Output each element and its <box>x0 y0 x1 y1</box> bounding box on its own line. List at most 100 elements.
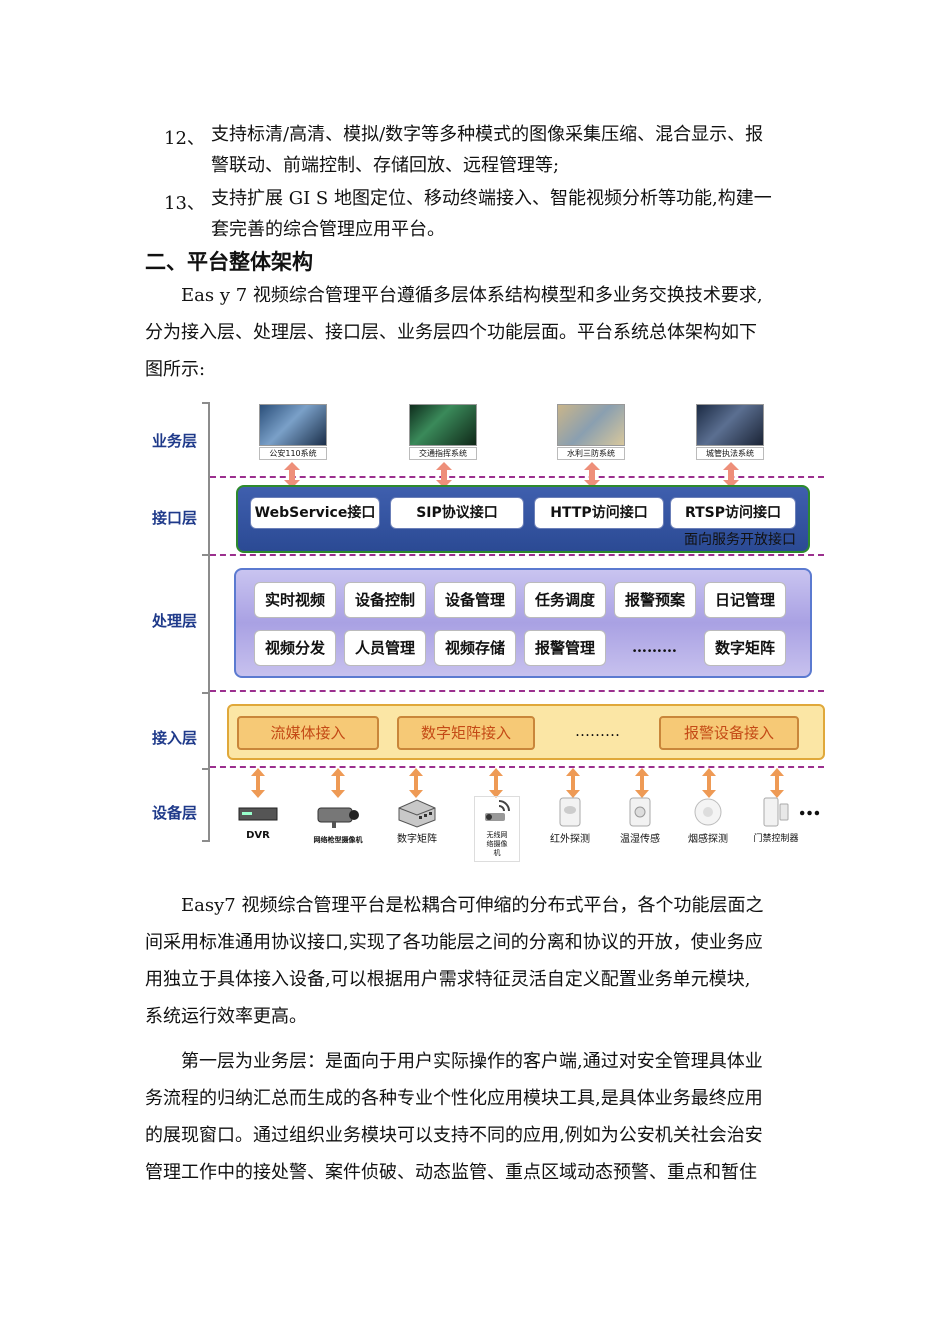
list-item-line: 支持扩展 GI S 地图定位、移动终端接入、智能视频分析等功能,构建一 <box>211 183 772 214</box>
paragraph: 第一层为业务层：是面向于用户实际操作的客户端,通过对安全管理具体业 务流程的归纳… <box>145 1043 810 1191</box>
interface-layer-box: WebService接口 SIP协议接口 HTTP访问接口 RTSP访问接口 面… <box>236 485 810 553</box>
business-system-label: 水利三防系统 <box>557 447 625 460</box>
interface-item: WebService接口 <box>250 497 380 529</box>
intro-line: 图所示: <box>145 351 810 388</box>
device-ellipsis: ... <box>798 792 820 821</box>
device-label: 网络枪型摄像机 <box>310 836 366 845</box>
access-item: 流媒体接入 <box>237 716 379 750</box>
layer-divider <box>210 554 824 556</box>
interface-note: 面向服务开放接口 <box>684 529 796 549</box>
double-arrow-icon <box>769 768 785 798</box>
device-label: 门禁控制器 <box>748 834 804 845</box>
dvr-icon <box>238 804 278 824</box>
intro-paragraph: Eas y 7 视频综合管理平台遵循多层体系结构模型和多业务交换技术要求, 分为… <box>145 277 810 388</box>
double-arrow-icon <box>488 768 504 798</box>
wifi-camera-icon <box>481 797 513 827</box>
paragraph-line: 用独立于具体接入设备,可以根据用户需求特征灵活自定义配置业务单元模块, <box>145 961 810 998</box>
layer-divider <box>210 690 824 692</box>
intro-line: 分为接入层、处理层、接口层、业务层四个功能层面。平台系统总体架构如下 <box>145 314 810 351</box>
access-ellipsis: ……… <box>575 722 620 740</box>
paragraph-line: 系统运行效率更高。 <box>145 998 810 1035</box>
device-label: 无线网络摄像机 <box>485 831 509 858</box>
layer-label-interface: 接口层 <box>152 507 197 528</box>
business-system-image <box>409 404 477 446</box>
paragraph-line: 的展现窗口。通过组织业务模块可以支持不同的应用,例如为公安机关社会治安 <box>145 1117 810 1154</box>
axis-tick <box>202 840 210 842</box>
business-system: 城管执法系统 <box>695 404 765 460</box>
business-system: 水利三防系统 <box>556 404 626 460</box>
processing-item: 报警预案 <box>614 582 696 618</box>
matrix-switch-icon <box>397 798 437 828</box>
infrared-sensor-icon <box>556 796 584 828</box>
access-item: 数字矩阵接入 <box>397 716 535 750</box>
processing-item: 报警管理 <box>524 630 606 666</box>
list-number: 13、 <box>164 189 205 215</box>
axis-tick <box>202 692 210 694</box>
device-smoke: 烟感探测 <box>682 796 734 845</box>
axis-tick <box>202 554 210 556</box>
processing-item: 数字矩阵 <box>704 630 786 666</box>
business-system: 公安110系统 <box>258 404 328 460</box>
processing-item: 日记管理 <box>704 582 786 618</box>
list-item-line: 套完善的综合管理应用平台。 <box>211 214 445 245</box>
double-arrow-icon <box>250 768 266 798</box>
processing-item: 视频存储 <box>434 630 516 666</box>
processing-item: 视频分发 <box>254 630 336 666</box>
processing-item: 设备管理 <box>434 582 516 618</box>
device-camera: 网络枪型摄像机 <box>310 804 366 845</box>
layer-divider <box>210 766 824 768</box>
device-access-control: 门禁控制器 <box>748 796 804 845</box>
processing-item: 设备控制 <box>344 582 426 618</box>
business-system-image <box>696 404 764 446</box>
processing-ellipsis: ……… <box>632 638 677 656</box>
device-matrix: 数字矩阵 <box>392 798 442 845</box>
double-arrow-icon <box>634 768 650 798</box>
business-system-image <box>259 404 327 446</box>
business-system: 交通指挥系统 <box>408 404 478 460</box>
paragraph-line: 务流程的归纳汇总而生成的各种专业个性化应用模块工具,是具体业务最终应用 <box>145 1080 810 1117</box>
processing-item: 任务调度 <box>524 582 606 618</box>
business-system-image <box>557 404 625 446</box>
layer-label-processing: 处理层 <box>152 610 197 631</box>
architecture-diagram: 业务层 接口层 处理层 接入层 设备层 公安110系统 交通指挥系统 水利三防系… <box>150 398 830 866</box>
humidity-sensor-icon <box>626 796 654 828</box>
double-arrow-icon <box>565 768 581 798</box>
device-infrared: 红外探测 <box>544 796 596 845</box>
axis-tick <box>202 402 210 404</box>
double-arrow-icon <box>408 768 424 798</box>
smoke-detector-icon <box>692 796 724 828</box>
axis-line <box>208 402 210 842</box>
device-dvr: DVR <box>234 804 282 841</box>
device-label: DVR <box>234 830 282 841</box>
paragraph: Easy7 视频综合管理平台是松耦合可伸缩的分布式平台，各个功能层面之 间采用标… <box>145 887 810 1035</box>
processing-layer-box: 实时视频 设备控制 设备管理 任务调度 报警预案 日记管理 视频分发 人员管理 … <box>234 568 812 678</box>
access-layer-box: 流媒体接入 数字矩阵接入 ……… 报警设备接入 <box>227 704 825 760</box>
processing-item: 实时视频 <box>254 582 336 618</box>
double-arrow-icon <box>701 768 717 798</box>
paragraph-line: 间采用标准通用协议接口,实现了各功能层之间的分离和协议的开放，使业务应 <box>145 924 810 961</box>
section-heading: 二、平台整体架构 <box>145 246 313 276</box>
interface-item: RTSP访问接口 <box>670 497 796 529</box>
intro-line: Eas y 7 视频综合管理平台遵循多层体系结构模型和多业务交换技术要求, <box>181 285 763 306</box>
list-item-line: 支持标清/高清、模拟/数字等多种模式的图像采集压缩、混合显示、报 <box>211 119 763 150</box>
list-number: 12、 <box>164 124 205 150</box>
paragraph-line: 管理工作中的接处警、案件侦破、动态监管、重点区域动态预警、重点和暂住 <box>145 1154 810 1191</box>
processing-item: 人员管理 <box>344 630 426 666</box>
camera-icon <box>316 804 360 830</box>
interface-item: SIP协议接口 <box>390 497 524 529</box>
device-wireless-camera: 无线网络摄像机 <box>474 796 520 862</box>
axis-tick <box>202 768 210 770</box>
device-label: 数字矩阵 <box>392 834 442 845</box>
paragraph-line: 第一层为业务层：是面向于用户实际操作的客户端,通过对安全管理具体业 <box>181 1051 763 1072</box>
layer-label-device: 设备层 <box>152 802 197 823</box>
business-system-label: 公安110系统 <box>259 447 327 460</box>
door-controller-icon <box>760 796 792 828</box>
business-system-label: 交通指挥系统 <box>409 447 477 460</box>
device-humidity: 温湿传感 <box>614 796 666 845</box>
business-system-label: 城管执法系统 <box>696 447 764 460</box>
paragraph-line: Easy7 视频综合管理平台是松耦合可伸缩的分布式平台，各个功能层面之 <box>181 895 763 916</box>
layer-label-business: 业务层 <box>152 430 197 451</box>
double-arrow-icon <box>330 768 346 798</box>
layer-label-access: 接入层 <box>152 727 197 748</box>
access-item: 报警设备接入 <box>659 716 799 750</box>
